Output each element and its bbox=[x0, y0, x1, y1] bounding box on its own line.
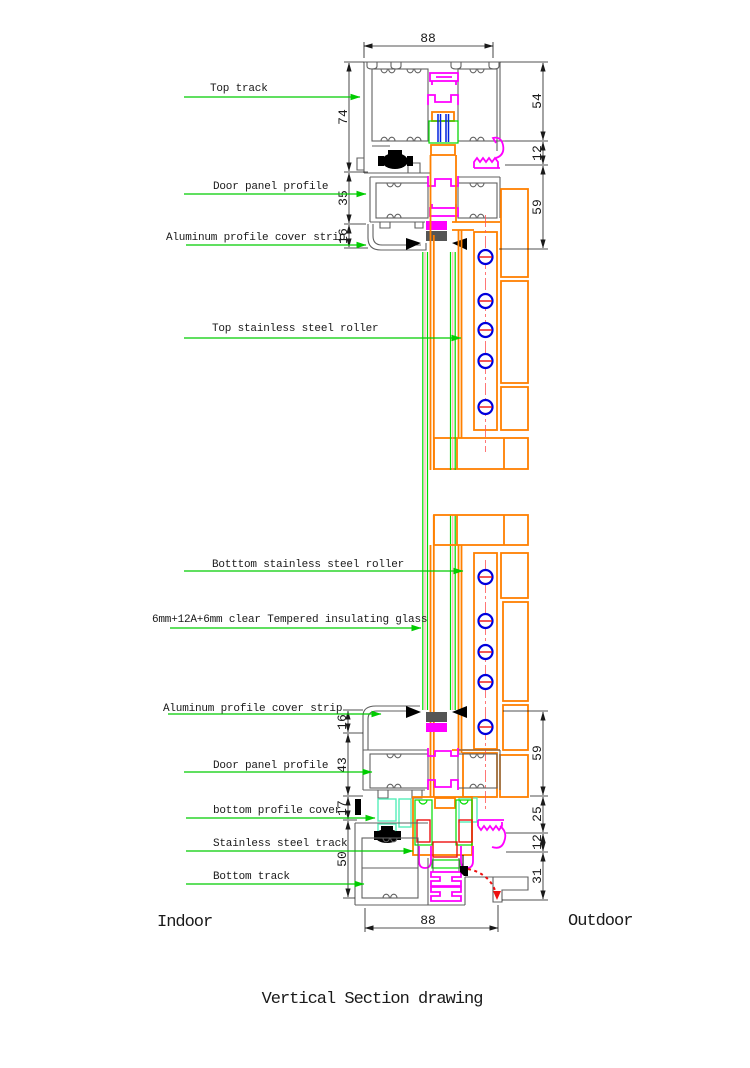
top-roller-bolts bbox=[477, 215, 494, 452]
door-panel-gaskets-bottom bbox=[427, 748, 459, 790]
stainless-steel-track-drawing bbox=[430, 871, 462, 902]
dim-50: 50 bbox=[335, 851, 350, 867]
label-aluminum-cover-strip-top: Aluminum profile cover strip bbox=[166, 232, 345, 244]
dim-59-bottom: 59 bbox=[530, 745, 545, 761]
dim-top-right: 54 12 59 bbox=[499, 61, 548, 250]
label-bottom-track: Bottom track bbox=[213, 871, 290, 883]
dim-59-top: 59 bbox=[530, 199, 545, 215]
bottom-roller-bolts bbox=[477, 560, 494, 812]
indoor-label: Indoor bbox=[157, 913, 212, 932]
dim-43: 43 bbox=[335, 757, 350, 773]
label-top-track: Top track bbox=[210, 83, 268, 95]
interlock-roller-block bbox=[428, 111, 459, 156]
dim-bottom-right: 59 25 12 31 bbox=[502, 710, 548, 901]
dim-88-bottom: 88 bbox=[420, 913, 436, 928]
dim-16-top: 16 bbox=[336, 228, 351, 244]
aluminum-cover-strip-bottom-drawing bbox=[362, 705, 467, 750]
dim-12-top: 12 bbox=[530, 145, 545, 161]
door-panel-gaskets-top bbox=[427, 176, 459, 217]
orange-housing-top bbox=[429, 155, 529, 470]
dim-54: 54 bbox=[530, 93, 545, 109]
bottom-roller-box bbox=[412, 796, 473, 869]
top-track-brush-seal bbox=[378, 150, 413, 169]
bottom-roller-bracket bbox=[374, 826, 401, 843]
label-stainless-steel-track: Stainless steel track bbox=[213, 838, 348, 850]
door-panel-profile-top-drawing bbox=[369, 176, 501, 229]
orange-housing-bottom bbox=[429, 514, 529, 798]
callouts: Top track Door panel profile Aluminum pr… bbox=[152, 83, 464, 888]
dim-74: 74 bbox=[336, 109, 351, 125]
outdoor-label: Outdoor bbox=[568, 912, 632, 931]
label-glass: 6mm+12A+6mm clear Tempered insulating gl… bbox=[152, 614, 427, 626]
bottom-track-drawing bbox=[354, 822, 529, 906]
dim-17: 17 bbox=[335, 800, 350, 816]
dim-bottom-left: 16 43 17 50 bbox=[335, 709, 363, 899]
drainage-arrow bbox=[460, 855, 501, 900]
top-track-gaskets bbox=[427, 72, 459, 105]
label-top-roller: Top stainless steel roller bbox=[212, 323, 378, 335]
dim-bottom-width: 88 bbox=[364, 905, 499, 932]
insulating-glass-unit bbox=[422, 252, 456, 710]
dim-25: 25 bbox=[530, 806, 545, 822]
label-bottom-profile-cover: bottom profile cover bbox=[213, 805, 341, 817]
top-right-seal bbox=[473, 136, 505, 169]
dim-31: 31 bbox=[530, 868, 545, 884]
door-panel-profile-bottom-drawing bbox=[362, 749, 501, 799]
dim-88-top: 88 bbox=[420, 31, 436, 46]
label-aluminum-cover-strip-bottom: Aluminum profile cover strip bbox=[163, 703, 342, 715]
dim-top-width: 88 bbox=[363, 31, 494, 58]
label-bottom-roller: Botttom stainless steel roller bbox=[212, 559, 404, 571]
dim-top-left: 74 35 16 bbox=[336, 61, 368, 249]
dim-35: 35 bbox=[336, 190, 351, 206]
drawing-title: Vertical Section drawing bbox=[262, 990, 483, 1009]
dim-12-bottom: 12 bbox=[530, 834, 545, 850]
label-door-panel-profile-bottom: Door panel profile bbox=[213, 760, 328, 772]
bottom-right-seal bbox=[477, 819, 507, 849]
dim-16-bottom: 16 bbox=[335, 714, 350, 730]
label-door-panel-profile-top: Door panel profile bbox=[213, 181, 328, 193]
aluminum-cover-strip-top-drawing bbox=[367, 221, 467, 251]
